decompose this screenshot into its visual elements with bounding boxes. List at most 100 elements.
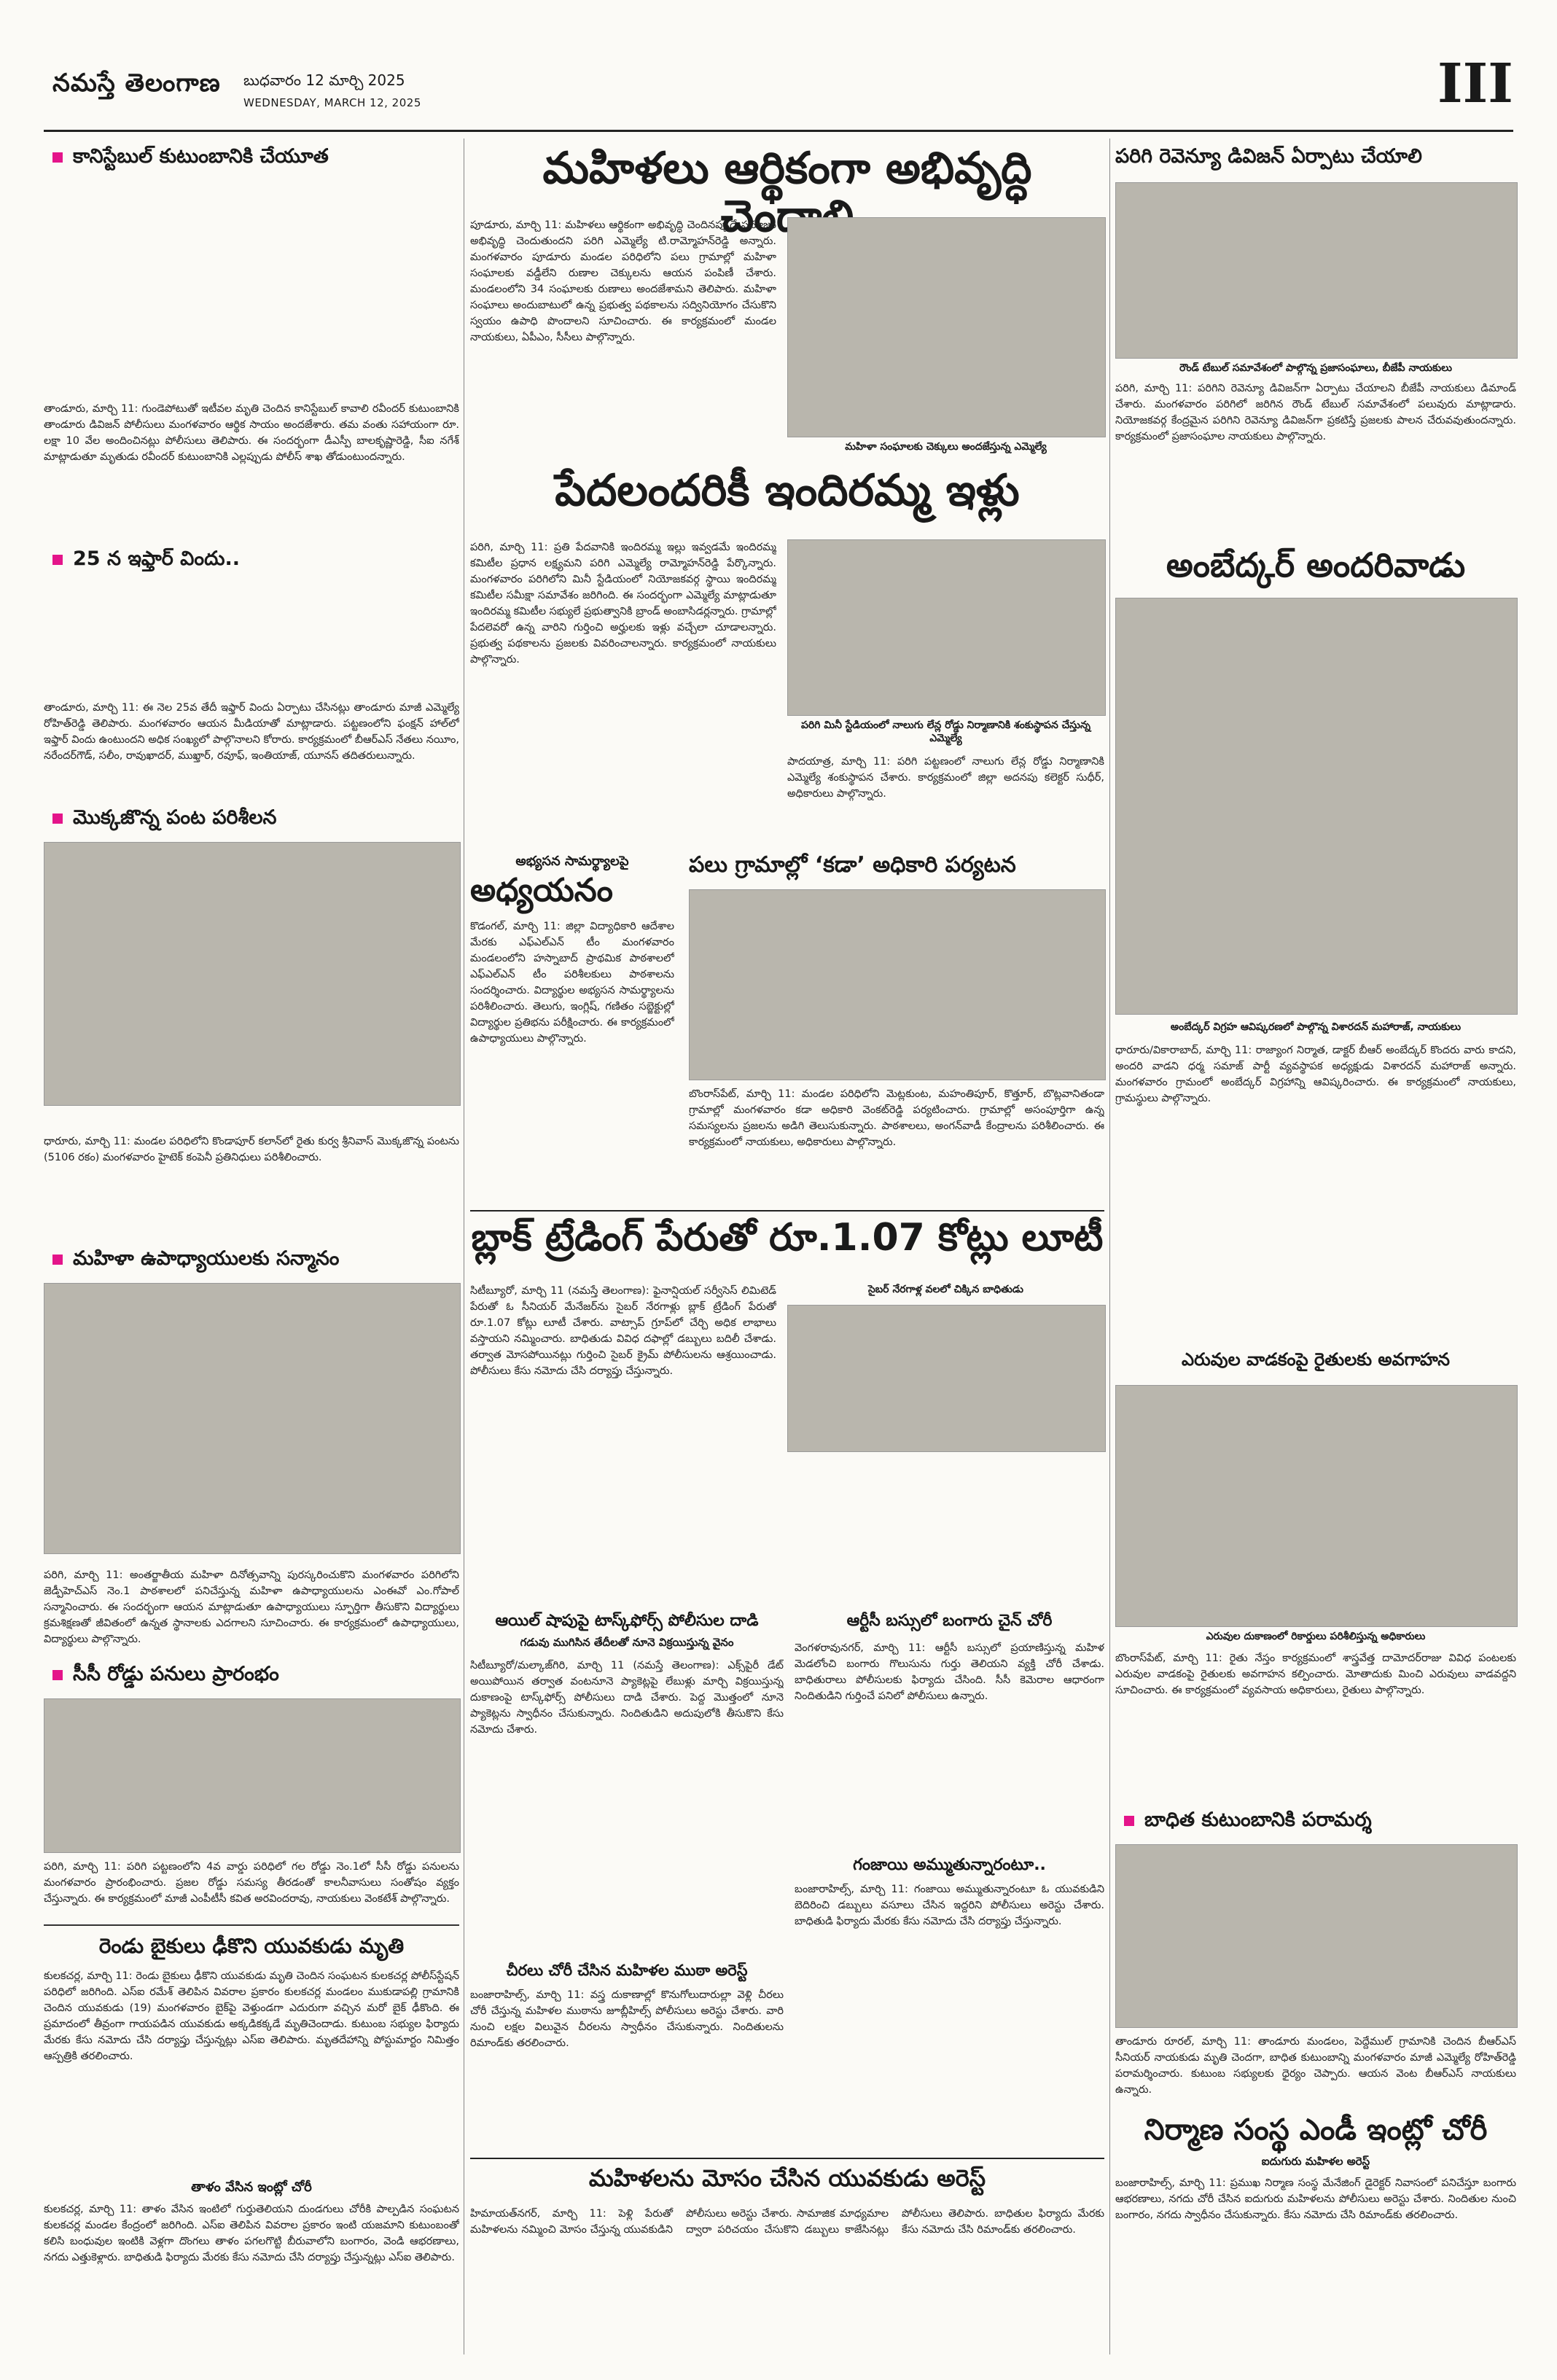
oil-shop-headline: ఆయిల్ షాపుపై టాస్క్‌ఫోర్స్ పోలీసుల దాడి — [495, 1612, 759, 1630]
rtc-gold-headline: ఆర్టీసీ బస్సులో బంగారు చైన్ చోరీ — [846, 1612, 1053, 1630]
story-bike-accident: రెండు బైకులు ఢీకొని యువకుడు మృతి కులకచర్… — [44, 1924, 459, 2172]
story-body: ధారూరు/వికారాబాద్, మార్చి 11: రాజ్యాంగ న… — [1115, 1045, 1516, 1104]
story-body: ధారూరు, మార్చి 11: మండల పరిధిలోని కొండాప… — [44, 1136, 459, 1163]
story-body: తాండూరు రూరల్, మార్చి 11: తాండూరు మండలం,… — [1115, 2036, 1516, 2096]
story-heading: నిర్మాణ సంస్థ ఎండీ ఇంట్లో చోరీ — [1144, 2113, 1488, 2147]
story-heading: సీసీ రోడ్డు పనులు ప్రారంభం — [52, 1662, 453, 1687]
bullet-icon — [52, 813, 63, 824]
ganja-headline: గంజాయి అమ్ముతున్నారంటూ.. — [853, 1856, 1046, 1874]
ganja-story: గంజాయి అమ్ముతున్నారంటూ.. బంజారాహిల్స్, మ… — [795, 1855, 1104, 2154]
story-heading: మొక్కజొన్న పంట పరిశీలన — [52, 805, 453, 830]
date-english: WEDNESDAY, MARCH 12, 2025 — [243, 96, 421, 109]
story-heading: అంబేద్కర్ అందరివాడు — [1166, 545, 1466, 585]
study-kicker: అభ్యసన సామర్థ్యాలపై — [515, 854, 629, 869]
lead-photo-caption: మహిళా సంఘాలకు చెక్కులు అందజేస్తున్న ఎమ్మ… — [845, 441, 1047, 453]
story-photo-caption: రౌండ్ టేబుల్ సమావేశంలో పాల్గొన్న ప్రజాసం… — [1179, 362, 1452, 374]
bullet-icon — [52, 1254, 63, 1265]
heading-text: సీసీ రోడ్డు పనులు ప్రారంభం — [73, 1663, 279, 1685]
lead-photo — [787, 217, 1106, 437]
ambedkar-photo — [1115, 598, 1518, 1015]
indiramma-body: పరిగి, మార్చి 11: ప్రతి పేదవానికి ఇందిరమ… — [470, 542, 776, 666]
indiramma-photo-body: పాదయాత్ర, మార్చి 11: పరిగి పట్టణంలో నాలు… — [787, 756, 1104, 800]
fertilizer-photo — [1115, 1385, 1518, 1627]
story-heading: రెండు బైకులు ఢీకొని యువకుడు మృతి — [98, 1934, 405, 1958]
story-heading: బాధిత కుటుంబానికి పరామర్శ — [1124, 1808, 1510, 1833]
story-constable-family: కానిస్టేబుల్ కుటుంబానికి చేయూత తాండూరు, … — [44, 138, 459, 481]
story-photo-caption: ఎరువుల దుకాణంలో రికార్డులు పరిశీలిస్తున్… — [1206, 1631, 1426, 1642]
black-trading-photo — [787, 1305, 1106, 1452]
study-story: అభ్యసన సామర్థ్యాలపై అధ్యయనం కొడంగల్, మార… — [470, 853, 674, 1210]
indiramma-story: పేదలందరికీ ఇందిరమ్మ ఇళ్లు పరిగి, మార్చి … — [470, 465, 1106, 838]
oil-shop-body: సిటీబ్యూరో/మల్కాజ్‌గిరి, మార్చి 11 (నమస్… — [470, 1660, 784, 1736]
story-maize: మొక్కజొన్న పంట పరిశీలన ధారూరు, మార్చి 11… — [44, 805, 461, 1243]
story-body: బంజారాహిల్స్, మార్చి 11: ప్రముఖ నిర్మాణ … — [1115, 2177, 1516, 2221]
story-heading: ఎరువుల వాడకంపై రైతులకు అవగాహన — [1182, 1349, 1450, 1370]
saree-theft-body: బంజారాహిల్స్, మార్చి 11: వస్త్ర దుకాణాల్… — [470, 1989, 784, 2049]
newspaper-logo: నమస్తే తెలంగాణ — [52, 69, 221, 98]
black-trading-story: బ్లాక్ ట్రేడింగ్ పేరుతో రూ.1.07 కోట్లు ల… — [470, 1216, 1106, 1611]
bullet-icon — [52, 152, 63, 163]
story-body: పరిగి, మార్చి 11: అంతర్జాతీయ మహిళా దినోత… — [44, 1569, 459, 1645]
story-body: తాండూరు, మార్చి 11: గుండెపోటుతో ఇటీవల మృ… — [44, 403, 459, 463]
saree-theft-story: చీరలు చోరీ చేసిన మహిళల ముఠా అరెస్ట్ బంజా… — [470, 1961, 784, 2158]
kada-body: బొంరాస్‌పేట్, మార్చి 11: మండల పరిధిలోని … — [689, 1088, 1104, 1148]
saree-theft-headline: చీరలు చోరీ చేసిన మహిళల ముఠా అరెస్ట్ — [506, 1962, 748, 1979]
story-cc-road: సీసీ రోడ్డు పనులు ప్రారంభం పరిగి, మార్చి… — [44, 1662, 461, 1939]
date-telugu: బుధవారం 12 మార్చి 2025 — [243, 71, 405, 89]
teachers-photo — [44, 1283, 461, 1554]
story-heading: పరిగి రెవెన్యూ డివిజన్ ఏర్పాటు చేయాలి — [1115, 145, 1422, 168]
center-separator-bottom — [470, 2158, 1104, 2159]
oil-shop-story: ఆయిల్ షాపుపై టాస్క్‌ఫోర్స్ పోలీసుల దాడి … — [470, 1611, 784, 1954]
story-subhead: ఐదుగురు మహిళల అరెస్ట్ — [1261, 2155, 1370, 2168]
heading-text: 25 న ఇఫ్తార్ విందు.. — [73, 547, 240, 570]
story-heading: మహిళా ఉపాధ్యాయులకు సన్మానం — [52, 1246, 453, 1271]
study-headline: అధ్యయనం — [470, 872, 613, 909]
rtc-gold-story: ఆర్టీసీ బస్సులో బంగారు చైన్ చోరీ వెంగళరా… — [795, 1611, 1104, 1852]
kada-headline: పలు గ్రామాల్లో ‘కడా’ అధికారి పర్యటన — [689, 852, 1016, 878]
heading-text: బాధిత కుటుంబానికి పరామర్శ — [1144, 1809, 1372, 1831]
story-teachers: మహిళా ఉపాధ్యాయులకు సన్మానం పరిగి, మార్చి… — [44, 1246, 461, 1655]
maize-photo — [44, 842, 461, 1106]
story-condolence: బాధిత కుటుంబానికి పరామర్శ తాండూరు రూరల్,… — [1115, 1808, 1518, 2107]
story-heading: తాళం వేసిన ఇంట్లో చోరీ — [191, 2180, 312, 2195]
masthead-rule — [44, 130, 1513, 132]
center-separator — [470, 1210, 1104, 1212]
bullet-icon — [52, 554, 63, 565]
story-heading: 25 న ఇఫ్తార్ విందు.. — [52, 547, 453, 571]
black-trading-headline: బ్లాక్ ట్రేడింగ్ పేరుతో రూ.1.07 కోట్లు ల… — [471, 1216, 1104, 1260]
story-body: బొంరాస్‌పేట్, మార్చి 11: రైతు నేస్తం కార… — [1115, 1653, 1516, 1696]
story-body: తాండూరు, మార్చి 11: ఈ నెల 25వ తేదీ ఇఫ్తా… — [44, 702, 459, 762]
bullet-icon — [52, 1669, 63, 1680]
black-trading-photo-caption: సైబర్ నేరగాళ్ల వలలో చిక్కిన బాధితుడు — [867, 1284, 1024, 1295]
story-body: పరిగి, మార్చి 11: పరిగి పట్టణంలోని 4వ వా… — [44, 1861, 459, 1905]
column-divider-right — [1109, 138, 1110, 2354]
story-body: పరిగి, మార్చి 11: పరిగిని రెవెన్యూ డివిజ… — [1115, 383, 1516, 442]
study-body: కొడంగల్, మార్చి 11: జిల్లా విద్యాధికారి … — [470, 921, 674, 1045]
separator — [44, 1924, 459, 1926]
oil-shop-subhead: గడువు ముగిసిన తేదీలతో నూనె విక్రయిస్తున్… — [520, 1636, 734, 1649]
page-number: III — [1437, 52, 1513, 115]
story-locked-house: తాళం వేసిన ఇంట్లో చోరీ కులకచర్ల, మార్చి … — [44, 2180, 459, 2354]
kada-story: పలు గ్రామాల్లో ‘కడా’ అధికారి పర్యటన బొంర… — [689, 852, 1106, 1210]
rtc-gold-body: వెంగళరావునగర్, మార్చి 11: ఆర్టీసీ బస్సుల… — [795, 1642, 1104, 1702]
story-heading: కానిస్టేబుల్ కుటుంబానికి చేయూత — [52, 144, 453, 169]
lead-body: పూడూరు, మార్చి 11: మహిళలు ఆర్థికంగా అభివ… — [470, 219, 776, 343]
women-cheat-body: హిమాయత్‌నగర్, మార్చి 11: పెళ్లి పేరుతో మ… — [470, 2208, 1104, 2236]
heading-text: కానిస్టేబుల్ కుటుంబానికి చేయూత — [73, 145, 329, 168]
black-trading-body: సిటీబ్యూరో, మార్చి 11 (నమస్తే తెలంగాణ): … — [470, 1285, 776, 1377]
story-body: కులకచర్ల, మార్చి 11: తాళం వేసిన ఇంటిలో గ… — [44, 2204, 459, 2263]
women-cheat-story: మహిళలను మోసం చేసిన యువకుడు అరెస్ట్ హిమాయ… — [470, 2165, 1104, 2354]
bullet-icon — [1124, 1815, 1134, 1826]
heading-text: మొక్కజొన్న పంట పరిశీలన — [73, 806, 277, 829]
women-cheat-headline: మహిళలను మోసం చేసిన యువకుడు అరెస్ట్ — [588, 2164, 986, 2192]
story-builder-theft: నిర్మాణ సంస్థ ఎండీ ఇంట్లో చోరీ ఐదుగురు మ… — [1115, 2114, 1516, 2354]
story-ambedkar: అంబేద్కర్ అందరివాడు అంబేద్కర్ విగ్రహ ఆవి… — [1115, 545, 1518, 1334]
indiramma-headline: పేదలందరికీ ఇందిరమ్మ ఇళ్లు — [555, 465, 1020, 516]
right-column: పరిగి రెవెన్యూ డివిజన్ ఏర్పాటు చేయాలి రౌ… — [1115, 138, 1518, 2354]
revenue-photo — [1115, 182, 1518, 359]
story-photo-caption: అంబేద్కర్ విగ్రహ ఆవిష్కరణలో పాల్గొన్న వి… — [1170, 1021, 1462, 1033]
ganja-body: బంజారాహిల్స్, మార్చి 11: గంజాయి అమ్ముతున… — [795, 1884, 1104, 1927]
cc-road-photo — [44, 1698, 461, 1853]
story-revenue-division: పరిగి రెవెన్యూ డివిజన్ ఏర్పాటు చేయాలి రౌ… — [1115, 138, 1518, 518]
story-iftar: 25 న ఇఫ్తార్ విందు.. తాండూరు, మార్చి 11:… — [44, 547, 459, 809]
